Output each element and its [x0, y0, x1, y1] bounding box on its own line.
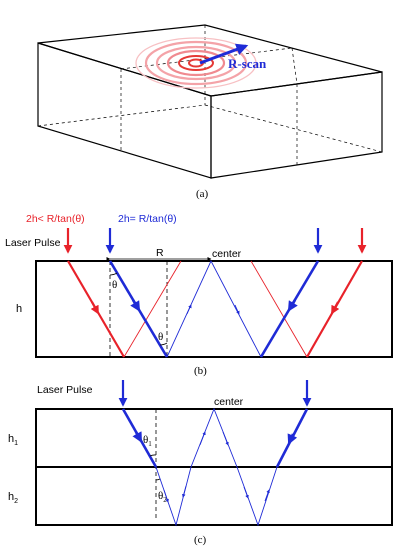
theta-arc-top — [109, 272, 118, 276]
blue-thin-arrow-up — [186, 304, 192, 315]
panel-a: R-scan (a) — [37, 24, 383, 200]
h-label: h — [16, 303, 22, 315]
blue-ray-thin — [166, 259, 262, 358]
laser-pulse-label: Laser Pulse — [5, 237, 61, 249]
c-arrow-2 — [182, 485, 187, 498]
theta2-arc — [155, 478, 161, 481]
c-arrow-4 — [222, 431, 229, 446]
blue-thin-arrow-down — [234, 304, 240, 315]
theta1-arc — [149, 454, 157, 457]
blue-ray-left-arrow — [130, 299, 141, 312]
c-arrow-6 — [264, 489, 270, 502]
center-label-c: center — [214, 396, 244, 408]
theta-bottom-label: θ — [158, 331, 163, 343]
slab-b — [35, 260, 393, 358]
condition-red-label: 2h< R/tan(θ) — [26, 213, 85, 225]
theta2-label: θ2 — [158, 490, 167, 504]
hidden-edges — [37, 25, 383, 165]
blue-ray-c-left-arrow — [132, 431, 143, 443]
condition-blue-label: 2h= R/tan(θ) — [118, 213, 177, 225]
theta-arc-bottom — [159, 342, 168, 346]
laser-pulse-label-c: Laser Pulse — [37, 384, 93, 396]
red-ray-right-arrow — [331, 301, 340, 315]
theta-top-label: θ — [112, 279, 117, 291]
panel-c: Laser Pulse center h1 h2 θ1 θ2 (c) — [8, 380, 393, 546]
sample-block — [37, 24, 383, 179]
h1-label: h1 — [8, 433, 18, 447]
layer-h2 — [35, 466, 393, 526]
theta1-label: θ1 — [143, 434, 152, 448]
panel-b: 2h< R/tan(θ) 2h= R/tan(θ) Laser Pulse R … — [5, 213, 393, 377]
r-scan-arrow — [199, 43, 249, 65]
r-scan-label: R-scan — [228, 56, 267, 71]
r-label: R — [156, 247, 164, 259]
scan-circles — [135, 37, 257, 89]
layer-h1 — [35, 408, 393, 468]
blue-ray-c-right-arrow — [287, 433, 298, 445]
blue-ray-right-arrow — [287, 299, 298, 312]
caption-c: (c) — [194, 534, 207, 546]
red-ray-left-arrow — [90, 301, 99, 315]
c-arrow-5 — [243, 486, 249, 499]
red-ray-thin — [123, 260, 308, 358]
h2-label: h2 — [8, 491, 18, 505]
caption-b: (b) — [194, 365, 207, 377]
c-arrow-3 — [199, 431, 206, 446]
c-arrow-1 — [163, 489, 169, 503]
caption-a: (a) — [196, 188, 209, 200]
blue-ray-thin-c — [155, 407, 278, 527]
center-label-b: center — [212, 248, 242, 260]
